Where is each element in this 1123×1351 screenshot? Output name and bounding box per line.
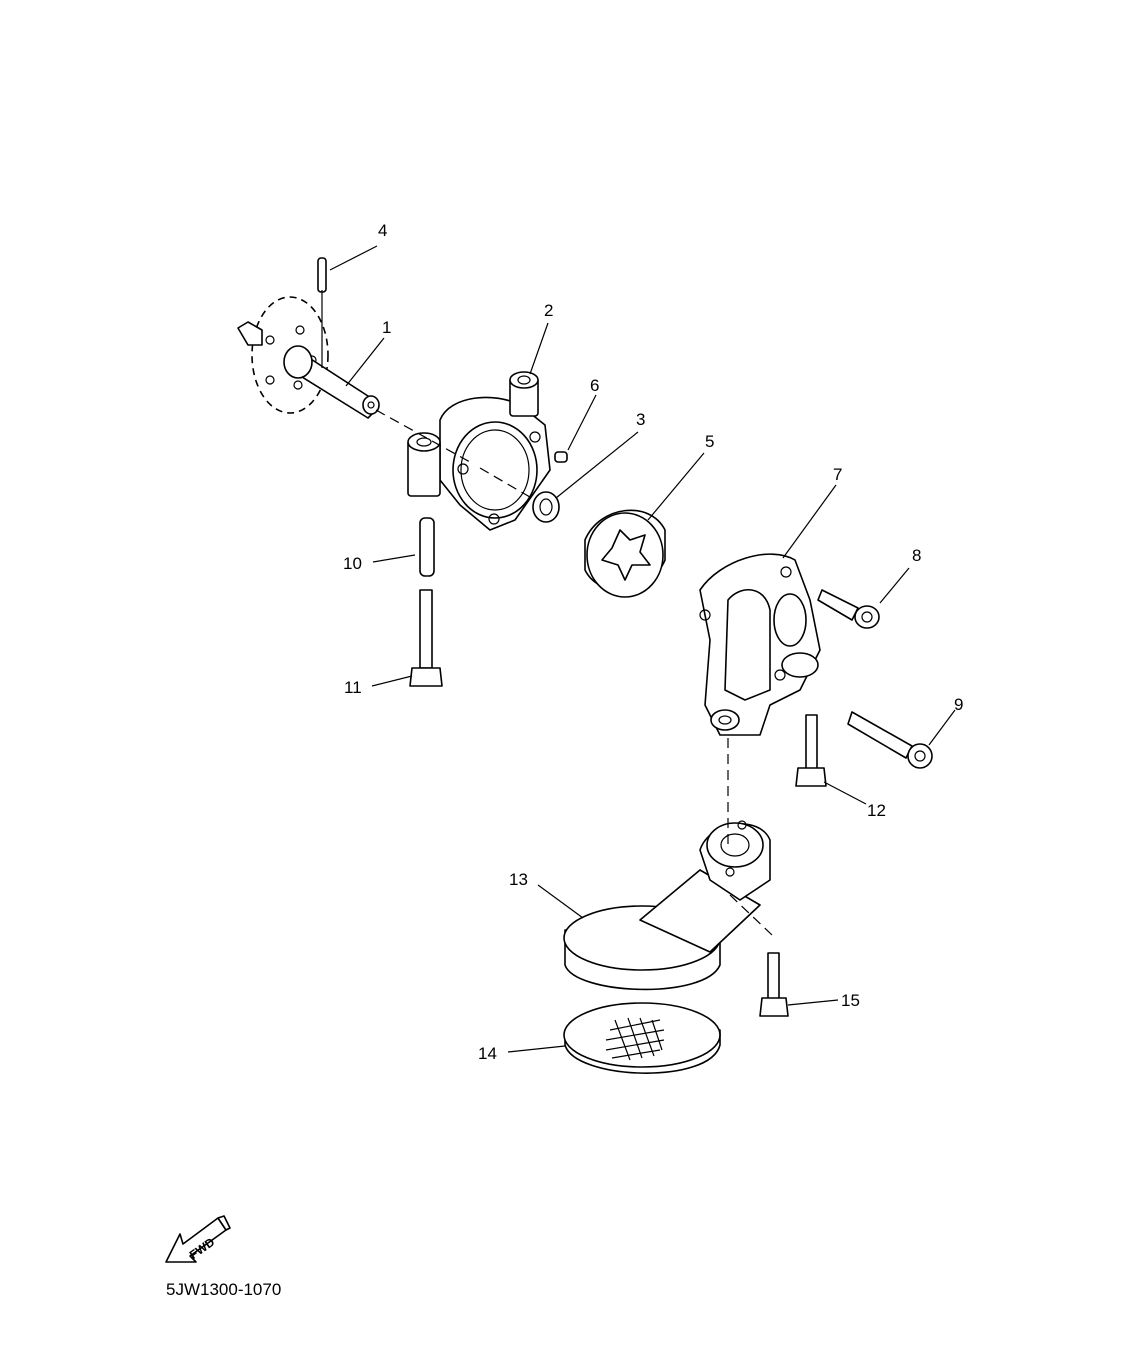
part-pump-cover-7 <box>699 553 821 736</box>
part-screen-14 <box>563 1002 721 1074</box>
part-bolt-8 <box>817 589 880 629</box>
part-strainer-13 <box>563 820 771 991</box>
assembly-lines <box>375 409 773 936</box>
part-bolt-12 <box>795 714 827 787</box>
part-rotor-5 <box>584 509 666 598</box>
callout-8: 8 <box>912 546 921 565</box>
callout-11: 11 <box>344 678 362 697</box>
part-bolt-15 <box>759 952 789 1017</box>
part-shaft-gear-1 <box>237 290 380 419</box>
callout-1: 1 <box>382 318 391 337</box>
callout-14: 14 <box>478 1044 497 1063</box>
callout-6: 6 <box>590 376 599 395</box>
callout-4: 4 <box>378 221 387 240</box>
part-washer-3 <box>532 491 560 523</box>
part-pin-4 <box>317 257 327 293</box>
callout-12: 12 <box>867 801 886 820</box>
part-pump-housing-2 <box>407 371 551 531</box>
part-pin-10 <box>419 517 435 577</box>
callout-2: 2 <box>544 301 553 320</box>
callout-5: 5 <box>705 432 714 451</box>
forward-arrow-icon: FWD <box>165 1215 231 1263</box>
callout-labels: 4 1 2 6 3 5 7 8 9 10 11 12 13 14 15 <box>343 221 963 1063</box>
callout-10: 10 <box>343 554 362 573</box>
callout-3: 3 <box>636 410 645 429</box>
part-bolt-9 <box>847 711 933 769</box>
leader-lines <box>329 245 956 1053</box>
diagram-code: 5JW1300-1070 <box>166 1280 282 1299</box>
callout-13: 13 <box>509 870 528 889</box>
part-dowel-6 <box>554 451 568 463</box>
callout-15: 15 <box>841 991 860 1010</box>
part-bolt-11 <box>409 589 443 687</box>
callout-9: 9 <box>954 695 963 714</box>
callout-7: 7 <box>833 465 842 484</box>
